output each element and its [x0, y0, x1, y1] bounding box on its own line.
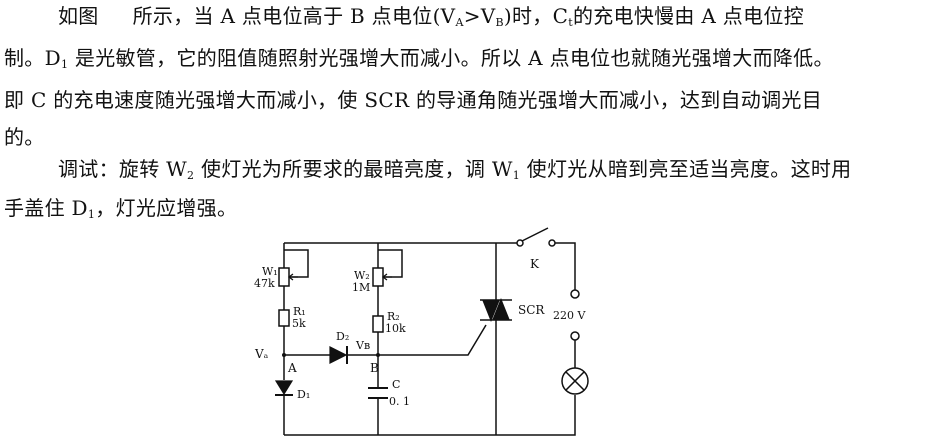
diode-d2 [329, 346, 348, 364]
circuit-wires [283, 242, 576, 436]
supply-terminal-bottom [570, 331, 580, 341]
text-line-3: 即 C 的充电速度随光强增大而减小，使 SCR 的导通角随光强增大而减小，达到自… [4, 88, 822, 112]
w1-value-label: 47k [254, 277, 275, 290]
d2-name-label: D₂ [336, 330, 349, 343]
text-line-4: 的。 [4, 125, 45, 149]
node-b-label: B [370, 361, 379, 375]
k-label: K [530, 257, 540, 271]
text-line-5: 调试：旋转 W2 使灯光为所要求的最暗亮度，调 W1 使灯光从暗到亮至适当亮度。… [58, 157, 852, 182]
potentiometer-w1 [278, 267, 298, 287]
potentiometer-w2 [372, 267, 392, 287]
switch-k [516, 227, 556, 247]
w2-name-label: W₂ [354, 269, 370, 282]
capacitor-c [368, 387, 388, 399]
w1-name-label: W₁ [262, 265, 278, 278]
resistor-r2 [372, 315, 384, 333]
node-a-label: A [287, 361, 297, 375]
r1-name-label: R₁ [293, 305, 306, 318]
va-label: Vₐ [254, 347, 269, 361]
d1-name-label: D₁ [297, 388, 310, 401]
r2-value-label: 10k [385, 322, 406, 335]
node-va-dot [282, 353, 286, 357]
supply-terminal-top [570, 289, 580, 299]
node-b-dot [376, 353, 380, 357]
supply-voltage-label: 220 V [553, 309, 586, 322]
resistor-r1 [278, 309, 290, 327]
vb-label: Vʙ [355, 339, 370, 352]
c-name-label: C [392, 378, 400, 391]
scr-label: SCR [518, 303, 545, 317]
r2-name-label: R₂ [387, 310, 400, 323]
text-line-6: 手盖住 D1，灯光应增强。 [4, 196, 238, 221]
lamp-icon [561, 367, 589, 395]
photodiode-d1 [274, 380, 294, 396]
c-value-label: 0. 1 [389, 395, 410, 408]
w2-value-label: 1M [352, 281, 370, 294]
text-line-1: 如图所示，当 A 点电位高于 B 点电位(VA>VB)时，Ct的充电快慢由 A … [58, 4, 804, 29]
text-line-2: 制。D1 是光敏管，它的阻值随照射光强增大而减小。所以 A 点电位也就随光强增大… [4, 46, 834, 71]
scr-triac [480, 297, 512, 323]
r1-value-label: 5k [292, 317, 306, 330]
